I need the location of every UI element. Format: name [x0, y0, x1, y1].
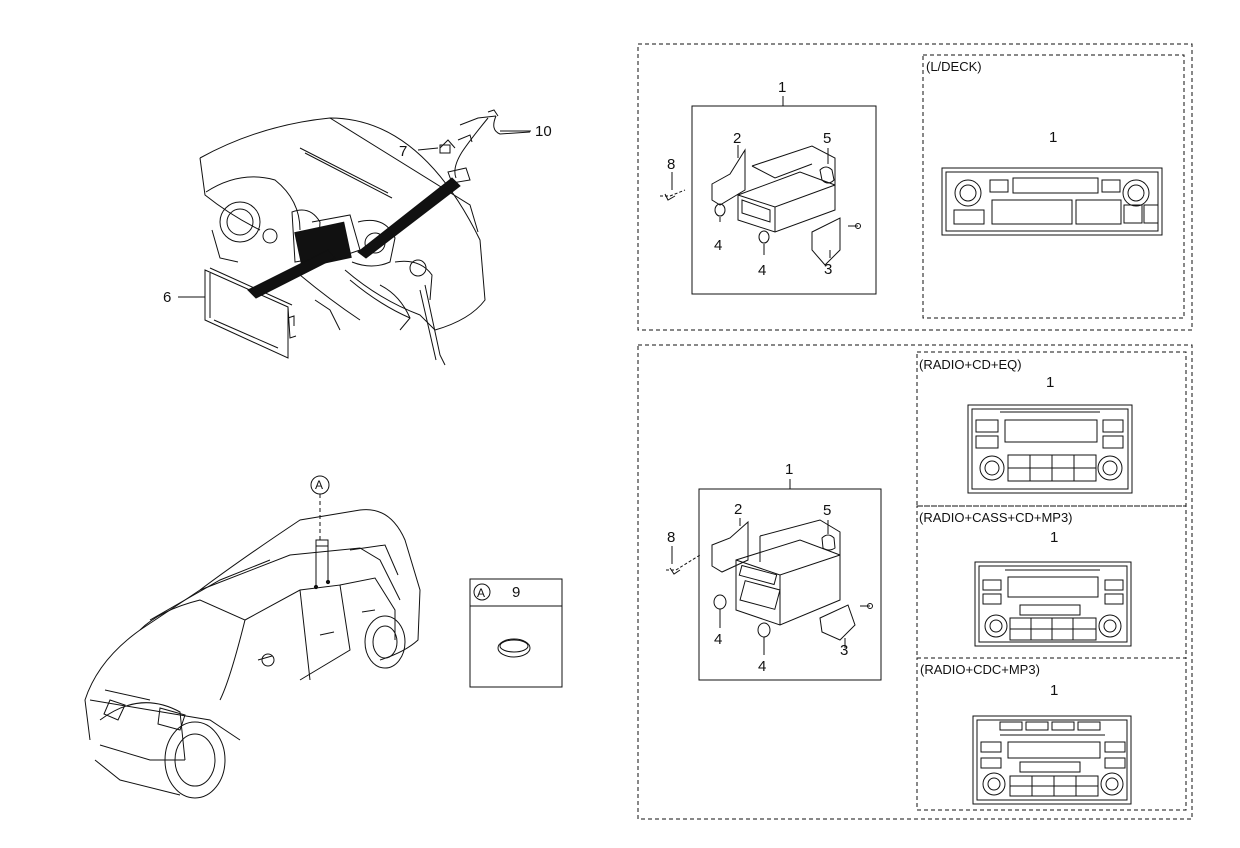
detail-ref-a: A [477, 586, 486, 600]
variant-callout-radio-cdc-mp3: 1 [1050, 682, 1059, 699]
callout-6: 6 [163, 289, 172, 306]
cdc-mp3-faceplate [972, 715, 1132, 805]
upper-callout-4b: 4 [758, 262, 767, 279]
lower-callout-3: 3 [840, 642, 849, 659]
upper-callout-8: 8 [667, 156, 676, 173]
roof-ref-a: A [315, 478, 324, 492]
upper-callout-2: 2 [733, 130, 742, 147]
upper-callout-1: 1 [778, 79, 787, 96]
cd-eq-faceplate [967, 404, 1133, 494]
lower-callout-1: 1 [785, 461, 794, 478]
variant-title-ldeck: (L/DECK) [926, 59, 982, 74]
variant-callout-radio-cd-eq: 1 [1046, 374, 1055, 391]
variant-title-radio-cass-cd-mp3: (RADIO+CASS+CD+MP3) [919, 510, 1073, 525]
car-illustration [84, 475, 421, 799]
callout-7: 7 [399, 143, 408, 160]
detail-box [469, 578, 563, 688]
variant-title-radio-cd-eq: (RADIO+CD+EQ) [919, 357, 1022, 372]
cass-cd-mp3-faceplate [974, 561, 1132, 647]
lower-callout-8: 8 [667, 529, 676, 546]
lower-callout-4b: 4 [758, 658, 767, 675]
lower-callout-5: 5 [823, 502, 832, 519]
lower-panel [637, 344, 1193, 820]
upper-panel [637, 43, 1193, 331]
deck-faceplate [941, 167, 1163, 236]
variant-callout-radio-cass-cd-mp3: 1 [1050, 529, 1059, 546]
upper-callout-3: 3 [824, 261, 833, 278]
variant-callout-ldeck: 1 [1049, 129, 1058, 146]
lower-callout-2: 2 [734, 501, 743, 518]
lower-callout-4a: 4 [714, 631, 723, 648]
upper-callout-5: 5 [823, 130, 832, 147]
variant-title-radio-cdc-mp3: (RADIO+CDC+MP3) [920, 662, 1040, 677]
callout-10: 10 [535, 123, 552, 140]
detail-number-9: 9 [512, 584, 521, 601]
upper-callout-4a: 4 [714, 237, 723, 254]
dashboard-illustration [178, 109, 531, 366]
